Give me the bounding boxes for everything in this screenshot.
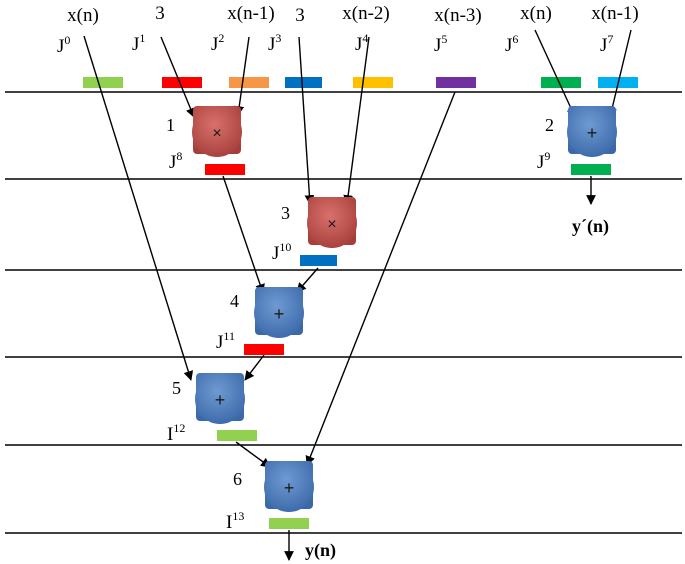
- nodes: × + × + +: [192, 106, 617, 512]
- edge-arrow: [234, 36, 250, 116]
- plus-icon: +: [284, 478, 295, 498]
- register-bar: [205, 164, 245, 175]
- node-id: 5: [172, 378, 181, 398]
- output-label: y´(n): [572, 216, 609, 237]
- edge-arrow: [160, 36, 196, 118]
- node-id: 3: [281, 203, 290, 223]
- edge-arrow: [222, 175, 265, 294]
- register-bar: [436, 77, 476, 88]
- plus-icon: +: [215, 390, 226, 410]
- register-label: J1: [132, 31, 145, 55]
- register-label: J4: [355, 31, 368, 55]
- outputs: y´(n) y(n): [305, 216, 609, 561]
- edge-arrow: [607, 29, 632, 118]
- input-label: x(n-1): [591, 3, 638, 24]
- register-label: I13: [226, 509, 244, 533]
- register-label: J8: [169, 149, 182, 173]
- input-label: x(n): [520, 3, 552, 24]
- register-label: J7: [600, 32, 613, 56]
- node-registers: [205, 164, 611, 529]
- edge-arrow: [244, 354, 265, 381]
- edge-arrow: [305, 91, 456, 466]
- register-bar: [285, 77, 322, 88]
- register-bar: [541, 77, 581, 88]
- node-id: 1: [166, 115, 175, 135]
- register-bar: [229, 77, 269, 88]
- plus-icon: +: [587, 123, 598, 143]
- register-bar: [571, 164, 611, 175]
- register-bar: [269, 518, 309, 529]
- register-bar: [217, 430, 257, 441]
- node-register-labels: J8 J9 J10 J11 I12 I13: [167, 149, 550, 533]
- add-node: +: [195, 373, 245, 424]
- plus-icon: +: [274, 304, 285, 324]
- input-label: x(n-2): [342, 3, 389, 24]
- edge-arrow: [343, 36, 370, 205]
- output-label: y(n): [305, 540, 336, 561]
- register-bar: [244, 344, 284, 355]
- input-registers: [83, 77, 638, 88]
- input-label: 3: [155, 3, 165, 24]
- input-register-labels: J0 J1 J2 J3 J4 J5 J6 J7: [57, 31, 613, 57]
- node-id: 6: [233, 469, 242, 489]
- input-label: x(n): [67, 5, 99, 26]
- add-node: +: [264, 461, 314, 512]
- edges: [83, 29, 632, 561]
- edge-arrow: [83, 35, 194, 381]
- register-label: J2: [211, 31, 224, 55]
- step-lines: [5, 91, 682, 534]
- register-label: J10: [272, 240, 291, 264]
- edge-arrow: [235, 441, 271, 468]
- input-labels: x(n) 3 x(n-1) 3 x(n-2) x(n-3) x(n) x(n-1…: [67, 3, 639, 26]
- node-id: 4: [230, 291, 239, 311]
- register-label: J0: [57, 33, 70, 57]
- add-node: +: [254, 287, 304, 338]
- multiply-node: ×: [307, 197, 357, 248]
- register-bar: [300, 255, 337, 266]
- input-label: 3: [295, 5, 305, 26]
- register-bar: [162, 77, 202, 88]
- register-label: J6: [505, 32, 518, 56]
- multiply-icon: ×: [327, 216, 336, 233]
- register-label: I12: [167, 421, 185, 445]
- input-label: x(n-1): [227, 3, 274, 24]
- register-label: J5: [434, 32, 447, 56]
- register-label: J3: [268, 31, 281, 55]
- add-node: +: [567, 106, 617, 157]
- edge-arrow: [298, 36, 315, 205]
- register-label: J9: [537, 149, 550, 173]
- multiply-node: ×: [192, 106, 242, 157]
- edge-arrow: [534, 29, 576, 118]
- register-label: J11: [216, 329, 235, 353]
- node-ids: 1 2 3 4 5 6: [166, 115, 554, 489]
- input-label: x(n-3): [434, 5, 481, 26]
- multiply-icon: ×: [212, 125, 221, 142]
- node-id: 2: [545, 115, 554, 135]
- register-bar: [83, 77, 123, 88]
- register-bar: [353, 77, 393, 88]
